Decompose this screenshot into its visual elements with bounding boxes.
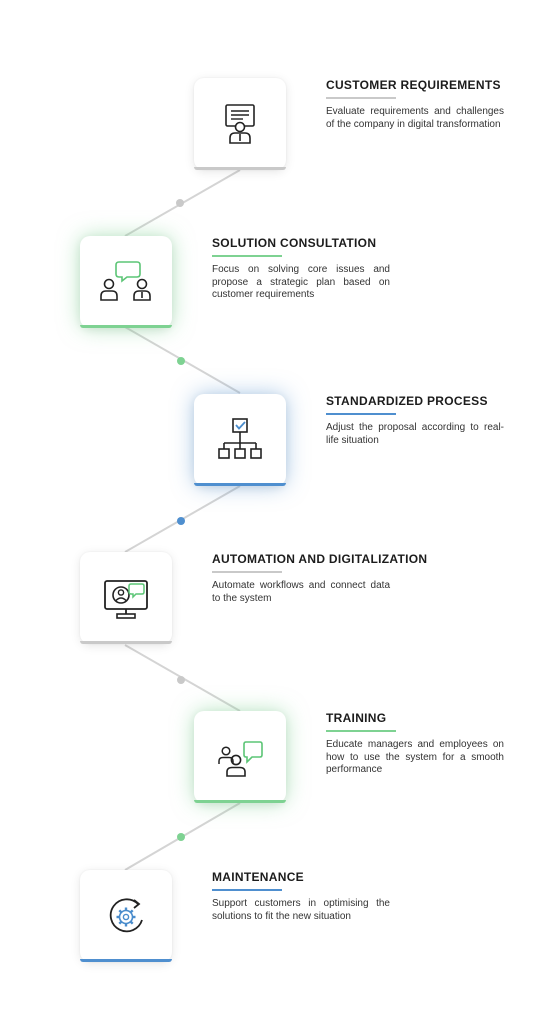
process-hierarchy-icon xyxy=(218,418,262,459)
step-card-customer-requirements xyxy=(194,78,286,170)
step-accent-bar xyxy=(194,167,286,170)
step-text-standardized-process: STANDARDIZED PROCESS Adjust the proposal… xyxy=(326,394,504,447)
step-text-maintenance: MAINTENANCE Support customers in optimis… xyxy=(212,870,390,923)
title-underline xyxy=(326,97,396,99)
step-description: Focus on solving core issues and propose… xyxy=(212,264,390,300)
step-description: Support customers in optimising the solu… xyxy=(212,898,390,922)
step-card-maintenance xyxy=(80,870,172,962)
step-accent-bar xyxy=(80,641,172,644)
step-title: CUSTOMER REQUIREMENTS xyxy=(326,78,501,92)
step-description: Adjust the proposal according to real-li… xyxy=(326,422,504,446)
step-description: Automate workflows and connect data to t… xyxy=(212,580,390,604)
step-text-customer-requirements: CUSTOMER REQUIREMENTS Evaluate requireme… xyxy=(326,78,504,131)
step-title: MAINTENANCE xyxy=(212,870,304,884)
step-accent-bar xyxy=(194,800,286,803)
title-underline xyxy=(212,255,282,257)
step-card-standardized-process xyxy=(194,394,286,486)
title-underline xyxy=(212,571,282,573)
step-title: AUTOMATION AND DIGITALIZATION xyxy=(212,552,428,566)
step-card-automation-digitalization xyxy=(80,552,172,644)
title-underline xyxy=(326,730,396,732)
step-text-automation-digitalization: AUTOMATION AND DIGITALIZATION Automate w… xyxy=(212,552,428,605)
step-title: STANDARDIZED PROCESS xyxy=(326,394,488,408)
connector-dot-2 xyxy=(177,357,185,365)
step-description: Educate managers and employees on how to… xyxy=(326,739,504,775)
connector-dot-1 xyxy=(176,199,184,207)
step-accent-bar xyxy=(80,959,172,962)
step-card-solution-consultation xyxy=(80,236,172,328)
presenter-board-icon xyxy=(225,104,255,144)
step-accent-bar xyxy=(194,483,286,486)
step-title: SOLUTION CONSULTATION xyxy=(212,236,377,250)
consultation-chat-icon xyxy=(100,261,151,301)
step-title: TRAINING xyxy=(326,711,387,725)
step-text-solution-consultation: SOLUTION CONSULTATION Focus on solving c… xyxy=(212,236,390,302)
step-accent-bar xyxy=(80,325,172,328)
step-text-training: TRAINING Educate managers and employees … xyxy=(326,711,504,777)
title-underline xyxy=(212,889,282,891)
gear-refresh-icon xyxy=(109,898,143,933)
connector-dot-3 xyxy=(177,517,185,525)
step-card-training xyxy=(194,711,286,803)
monitor-user-icon xyxy=(104,580,148,619)
step-description: Evaluate requirements and challenges of … xyxy=(326,106,504,130)
connector-dot-4 xyxy=(177,676,185,684)
training-group-icon xyxy=(218,741,263,777)
title-underline xyxy=(326,413,396,415)
connector-dot-5 xyxy=(177,833,185,841)
